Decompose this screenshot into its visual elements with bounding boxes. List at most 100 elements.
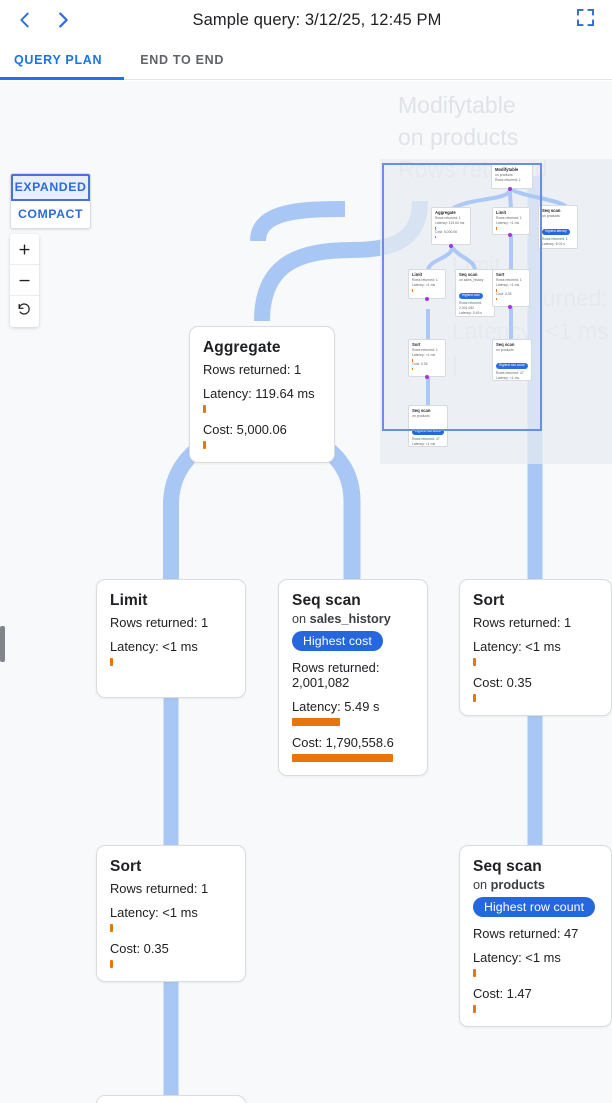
reset-zoom-button[interactable] [10, 296, 39, 327]
plan-node-aggregate[interactable]: Aggregate Rows returned: 1 Latency: 119.… [189, 326, 335, 463]
plan-node-seqscan-products-right[interactable]: Seq scan on products Highest row count R… [459, 845, 612, 1027]
node-rows: Rows returned: [292, 660, 380, 675]
minimap-node-sub: on products [495, 173, 513, 177]
minimap-node-seqscan-rows-bottom[interactable]: Seq scan on products Highest row count R… [408, 405, 448, 447]
node-cost: Cost: 5,000.06 [203, 422, 287, 437]
minimap-node-sub2: Latency: <1 ms [496, 283, 520, 287]
cost-bar [473, 1005, 476, 1013]
minimap-node-sub2: Latency: 119.64 ms [435, 221, 465, 225]
plan-node-sort-left[interactable]: Sort Rows returned: 1 Latency: <1 ms Cos… [96, 845, 246, 982]
minimap-node-aggregate[interactable]: Aggregate Rows returned: 1 Latency: 119.… [431, 207, 471, 245]
compact-button[interactable]: COMPACT [11, 201, 90, 228]
node-rows: Rows returned: 47 [473, 926, 579, 941]
plan-node-seqscan-sales-history[interactable]: Seq scan on sales_history Highest cost R… [278, 579, 428, 776]
tab-query-plan-label: QUERY PLAN [14, 52, 103, 67]
latency-bar [292, 718, 340, 726]
latency-bar [473, 658, 476, 666]
back-button[interactable] [6, 1, 44, 39]
plan-node-sort-right[interactable]: Sort Rows returned: 1 Latency: <1 ms Cos… [459, 579, 612, 716]
node-rows: Rows returned: 1 [203, 362, 302, 377]
zoom-controls [10, 234, 39, 327]
minimap-node-modifytable[interactable]: Modifytable on products Rows returned: 1 [491, 164, 533, 189]
latency-bar [473, 969, 476, 977]
minimap-badge: Highest cost [459, 292, 483, 299]
tab-end-to-end[interactable]: END TO END [124, 40, 240, 79]
node-latency: Latency: <1 ms [473, 639, 561, 654]
minimap-bar [412, 359, 414, 362]
chevron-right-icon [52, 9, 74, 31]
minimap-bar [496, 227, 498, 230]
plan-canvas[interactable]: Modifytable on products Rows returned Li… [0, 81, 612, 1103]
minimap-node-sub2: Latency: <1 ms [496, 221, 520, 225]
fullscreen-button[interactable] [566, 1, 604, 39]
plan-node-seqscan-products-bottom[interactable]: Seq scan on products Highest row count R… [96, 1095, 246, 1103]
minimap-node-sub2: Latency: <1 ms [412, 353, 436, 357]
zoom-out-button[interactable] [10, 265, 39, 296]
minimap-collapse-dot [425, 297, 429, 301]
latency-bar [110, 658, 113, 666]
tab-bar: QUERY PLAN END TO END [0, 40, 612, 80]
minimap-node-sub: Rows returned: 1 [435, 216, 461, 220]
minimap-node-title: Sort [496, 272, 505, 277]
cost-bar [473, 694, 476, 702]
minimap-node-seqscan-latency[interactable]: Seq scan on products Highest latency Row… [538, 205, 578, 249]
minimap-collapse-dot [508, 233, 512, 237]
minimap-node-sub2: Rows returned: 2,001,082 [459, 301, 482, 310]
plan-node-limit[interactable]: Limit Rows returned: 1 Latency: <1 ms [96, 579, 246, 698]
relation-name: products [490, 878, 545, 892]
minimap-node-sub2: Rows returned: 47 [412, 437, 440, 441]
zoom-in-button[interactable] [10, 234, 39, 265]
node-rows: Rows returned: 1 [110, 881, 209, 896]
node-rows-value: 2,001,082 [292, 675, 350, 690]
minimap-node-sub: Rows returned: 1 [412, 278, 438, 282]
minimap-node-sub3: Latency: <1 ms [412, 442, 436, 446]
minimap-badge: Highest row count [496, 362, 528, 369]
on-label: on [292, 612, 307, 626]
minimap-content: Modifytable on products Rows returned: 1… [380, 159, 612, 464]
minimap-node-sub3: Cost: 5,000.06 [435, 229, 458, 234]
minimap-node-sub3: Latency: 5.01 s [542, 242, 565, 246]
app-header: Sample query: 3/12/25, 12:45 PM [0, 0, 612, 40]
node-cost: Cost: 1.47 [473, 986, 532, 1001]
canvas-scrollbar-thumb[interactable] [0, 626, 5, 662]
minimap-badge: Highest latency [542, 228, 570, 235]
minimap-edge-layer [426, 187, 572, 407]
minimap-node-limit-top[interactable]: Limit Rows returned: 1 Latency: <1 ms [492, 207, 530, 235]
forward-button[interactable] [44, 1, 82, 39]
minimap-viewport-frame[interactable] [382, 163, 542, 431]
minimap-node-title: Seq scan [542, 208, 561, 213]
tab-end-to-end-label: END TO END [140, 52, 225, 67]
expanded-button[interactable]: EXPANDED [11, 174, 90, 201]
minimap-node-sub3: Latency: 5.49 s [459, 311, 482, 315]
page-title: Sample query: 3/12/25, 12:45 PM [192, 10, 442, 29]
minimap-node-sub2: Rows returned: 1 [495, 178, 521, 182]
node-rows: Rows returned: 1 [110, 615, 209, 630]
node-title: Sort [473, 592, 505, 609]
minimap-collapse-dot [508, 187, 512, 191]
latency-bar [110, 924, 113, 932]
node-cost: Cost: 0.35 [473, 675, 532, 690]
cost-bar [203, 441, 206, 449]
minimap-node-sort-low[interactable]: Sort Rows returned: 1 Latency: <1 ms Cos… [408, 339, 446, 377]
minimap-node-title: Aggregate [435, 210, 456, 215]
minimap-node-title: Modifytable [495, 167, 519, 172]
minimap-node-sub: on products [496, 348, 514, 352]
minimap-node-seqscan-rows-right[interactable]: Seq scan on products Highest row count R… [492, 339, 532, 381]
latency-bar [203, 405, 206, 413]
minimap-badge: Highest row count [412, 428, 444, 435]
minimap-collapse-dot [425, 375, 429, 379]
minimap-bar [496, 289, 498, 292]
node-latency: Latency: 119.64 ms [203, 386, 315, 401]
node-cost: Cost: 1,790,558.6 [292, 735, 394, 750]
minimap-node-sub: on products [542, 214, 560, 218]
minimap-node-title: Seq scan [459, 272, 478, 277]
minimap-node-title: Seq scan [496, 342, 515, 347]
minimap-node-sort-top[interactable]: Sort Rows returned: 1 Latency: <1 ms Cos… [492, 269, 530, 307]
minimap[interactable]: Modifytable on products Rows returned: 1… [380, 159, 612, 464]
tab-query-plan[interactable]: QUERY PLAN [0, 40, 125, 80]
node-title: Limit [110, 592, 148, 609]
minimap-node-sub: Rows returned: 1 [412, 348, 438, 352]
minimap-node-sub2: Latency: <1 ms [412, 283, 436, 287]
cost-bar [292, 754, 393, 762]
node-relation: on products [473, 878, 598, 892]
